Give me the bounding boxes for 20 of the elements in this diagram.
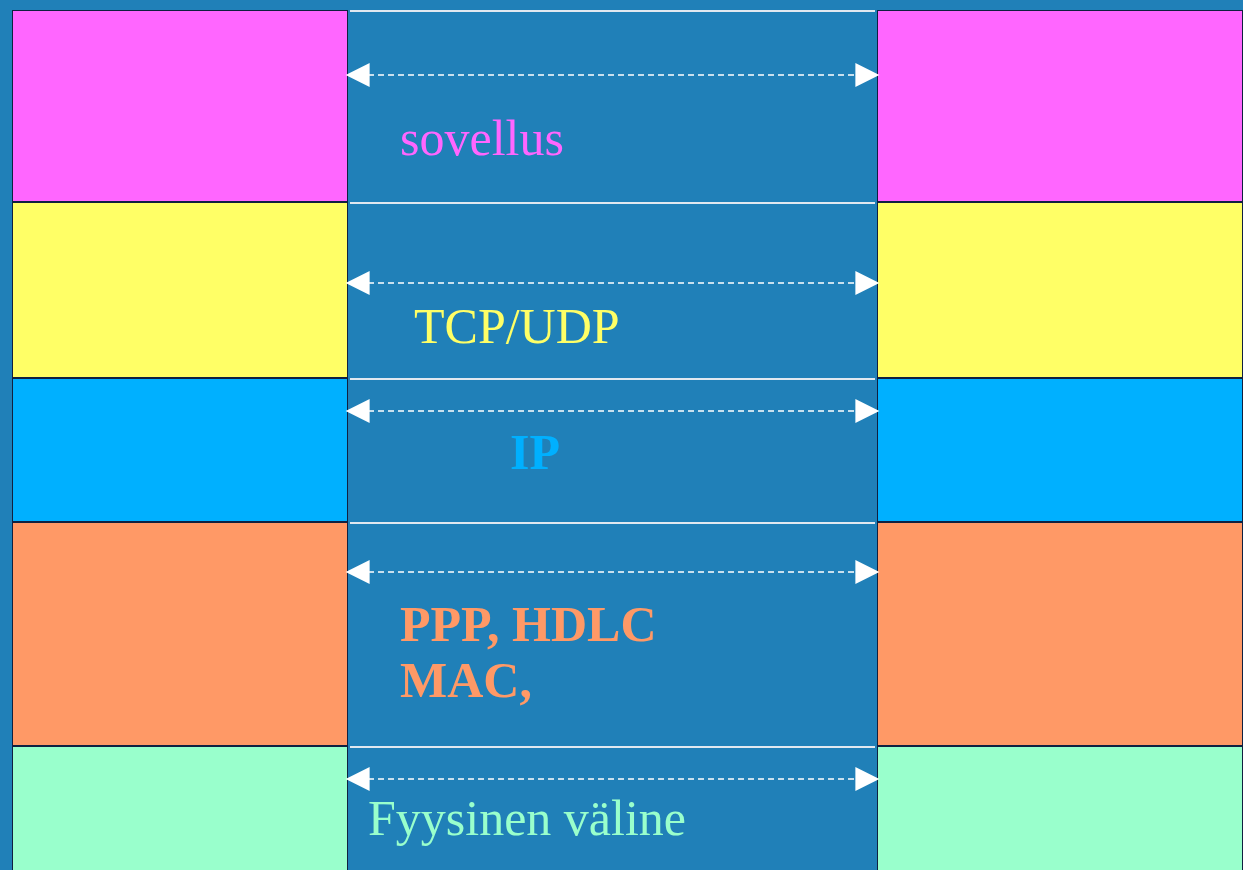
- layer-box: [877, 202, 1243, 378]
- layer-box: [877, 746, 1243, 870]
- double-arrow: [345, 63, 880, 87]
- double-arrow: [345, 767, 880, 791]
- layer-box: [12, 202, 348, 378]
- protocol-label: sovellus: [400, 110, 564, 166]
- layer-box: [12, 522, 348, 746]
- layer-box: [12, 378, 348, 522]
- layer-box: [877, 378, 1243, 522]
- protocol-label: PPP, HDLC MAC,: [400, 596, 658, 708]
- layer-box: [877, 10, 1243, 202]
- layer-box: [12, 10, 348, 202]
- double-arrow: [345, 399, 880, 423]
- double-arrow: [345, 560, 880, 584]
- layer-box: [877, 522, 1243, 746]
- protocol-label: TCP/UDP: [414, 298, 620, 354]
- protocol-label: IP: [510, 424, 560, 480]
- protocol-label: Fyysinen väline: [368, 790, 687, 846]
- double-arrow: [345, 271, 880, 295]
- layer-box: [12, 746, 348, 870]
